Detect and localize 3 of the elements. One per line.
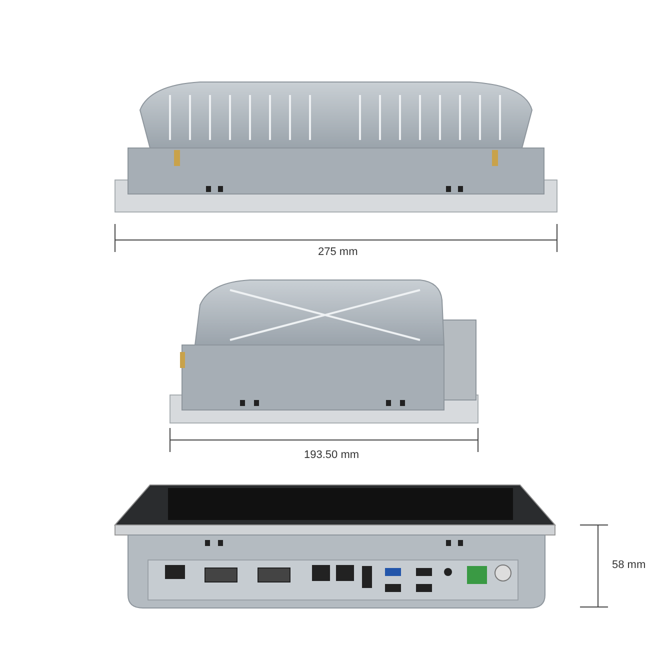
dimension-label: 193.50 mm <box>302 449 362 461</box>
dimension-label: 58 mm <box>610 559 648 571</box>
dimension-label: 275 mm <box>316 246 360 258</box>
